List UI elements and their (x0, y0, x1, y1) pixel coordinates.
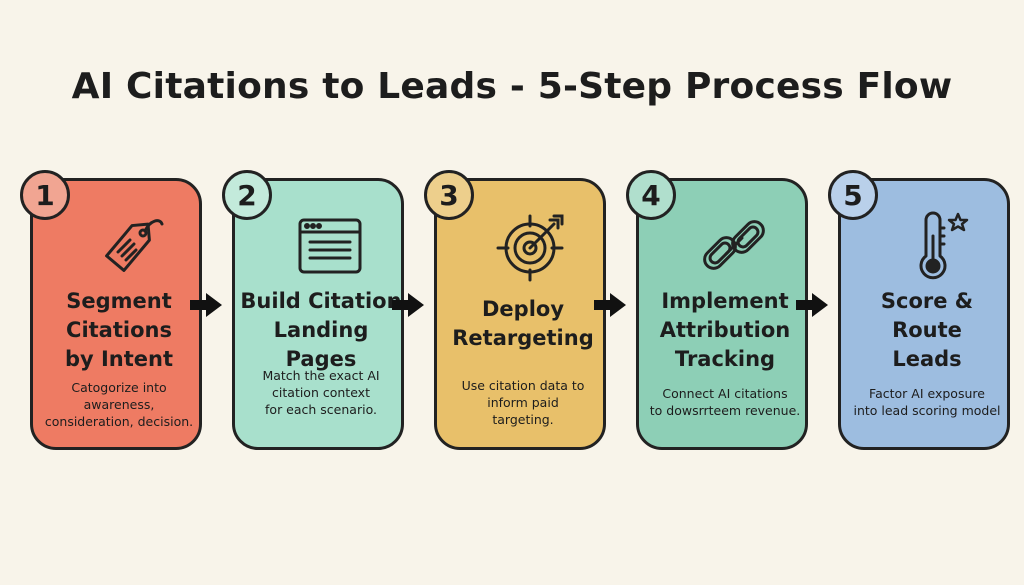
step-description: Catogorize into awareness, consideration… (44, 380, 194, 429)
step-card: Build Citation Landing Pages Match the e… (232, 178, 404, 450)
thermometer-star-icon (896, 206, 976, 286)
target-icon (492, 206, 572, 286)
step-heading: Build Citation Landing Pages (240, 289, 402, 371)
step-number-badge: 2 (222, 170, 272, 220)
step-card: Score & Route Leads Factor AI exposure i… (838, 178, 1010, 450)
step-3: Deploy Retargeting Use citation data to … (424, 170, 614, 450)
step-number-badge: 1 (20, 170, 70, 220)
step-heading: Score & Route Leads (880, 289, 974, 371)
step-number-badge: 5 (828, 170, 878, 220)
browser-window-icon (290, 206, 370, 286)
step-number-badge: 3 (424, 170, 474, 220)
arrow-right-icon (794, 290, 830, 320)
step-card: Implement Attribution Tracking Connect A… (636, 178, 808, 450)
step-2: Build Citation Landing Pages Match the e… (222, 170, 412, 450)
step-description: Match the exact AI citation context for … (262, 368, 380, 417)
step-description: Factor AI exposure into lead scoring mod… (853, 386, 1001, 418)
step-1: Segment Citations by Intent Catogorize i… (20, 170, 210, 450)
step-card: Deploy Retargeting Use citation data to … (434, 178, 606, 450)
chain-link-icon (694, 206, 774, 286)
step-heading: Deploy Retargeting (452, 297, 594, 350)
tag-icon (88, 206, 168, 286)
arrow-right-icon (592, 290, 628, 320)
step-description: Use citation data to inform paid targeti… (461, 378, 585, 427)
step-number-badge: 4 (626, 170, 676, 220)
arrow-right-icon (188, 290, 224, 320)
step-heading: Segment Citations by Intent (64, 289, 174, 371)
step-5: Score & Route Leads Factor AI exposure i… (828, 170, 1018, 450)
step-heading: Implement Attribution Tracking (659, 289, 791, 371)
step-description: Connect AI citations to dowsrrteem reven… (649, 386, 801, 418)
arrow-right-icon (390, 290, 426, 320)
step-4: Implement Attribution Tracking Connect A… (626, 170, 816, 450)
step-card: Segment Citations by Intent Catogorize i… (30, 178, 202, 450)
page-title: AI Citations to Leads - 5-Step Process F… (71, 66, 953, 107)
